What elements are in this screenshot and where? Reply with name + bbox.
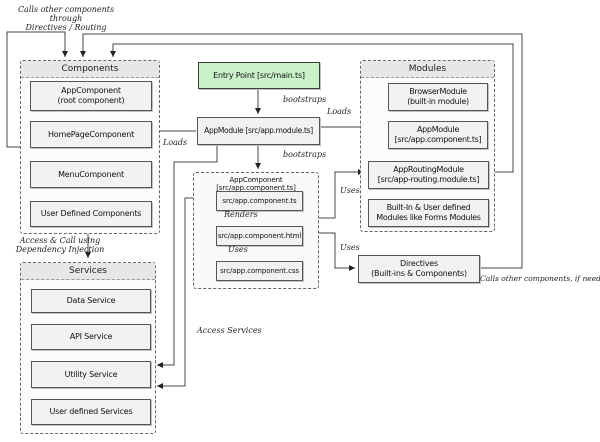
modules-group-title: Modules [361, 61, 494, 78]
components-group-title: Components [21, 61, 159, 78]
edge-directives-to-components [80, 33, 523, 269]
edge-components-self-loop [6, 31, 68, 148]
app-routing-module-node: AppRoutingModule [src/app-routing.module… [368, 161, 489, 189]
note-access-services: Access Services [197, 326, 262, 335]
note-bootstraps-2: bootstraps [283, 150, 327, 159]
note-renders: Renders [224, 210, 258, 219]
entry-point-node: Entry Point [src/main.ts] [198, 62, 320, 89]
component-css-node: src/app.component.css [216, 261, 303, 281]
services-group: Services Data Service API Service Utilit… [20, 262, 156, 434]
directives-node: Directives (Built-ins & Components) [358, 255, 480, 283]
app-component-group: AppComponent [src/app.component.ts] src/… [193, 172, 319, 289]
edge-routing-to-components [110, 43, 514, 173]
note-loads-left: Loads [163, 138, 188, 147]
api-service-node: API Service [31, 324, 151, 350]
note-uses-mid: Uses [228, 245, 248, 254]
user-defined-services-node: User defined Services [31, 399, 151, 425]
browser-module-node: BrowserModule (built-in module) [388, 83, 488, 111]
app-component-group-title: AppComponent [src/app.component.ts] [216, 176, 296, 192]
note-loads-right: Loads [327, 107, 352, 116]
utility-service-node: Utility Service [31, 361, 151, 388]
component-ts-node: src/app.component.ts [216, 191, 303, 211]
note-bootstraps-1: bootstraps [283, 95, 327, 104]
app-module-listing-node: AppModule [src/app.component.ts] [388, 121, 488, 149]
note-uses-directives: Uses [340, 243, 360, 252]
modules-group: Modules BrowserModule (built-in module) … [360, 60, 495, 232]
services-group-title: Services [21, 263, 155, 280]
component-html-node: src/app.component.html [216, 226, 303, 246]
menu-component-node: MenuComponent [30, 161, 152, 188]
user-defined-components-node: User Defined Components [30, 201, 152, 227]
note-calls-through-routing: Calls other components through Directive… [17, 5, 115, 32]
note-calls-if-needed: Calls other components, if needed [480, 274, 600, 283]
builtin-user-modules-node: Built-In & User defined Modules like For… [368, 199, 489, 227]
app-component-node: AppComponent (root component) [30, 81, 152, 111]
note-uses-routing: Uses [340, 186, 360, 195]
app-module-node: AppModule [src/app.module.ts] [197, 117, 320, 145]
data-service-node: Data Service [31, 289, 151, 313]
note-access-call-di: Access & Call using Dependency Injection [15, 236, 105, 254]
edge-appmodule-access-services [157, 143, 218, 368]
components-group: Components AppComponent (root component)… [20, 60, 160, 234]
homepage-component-node: HomePageComponent [30, 121, 152, 148]
